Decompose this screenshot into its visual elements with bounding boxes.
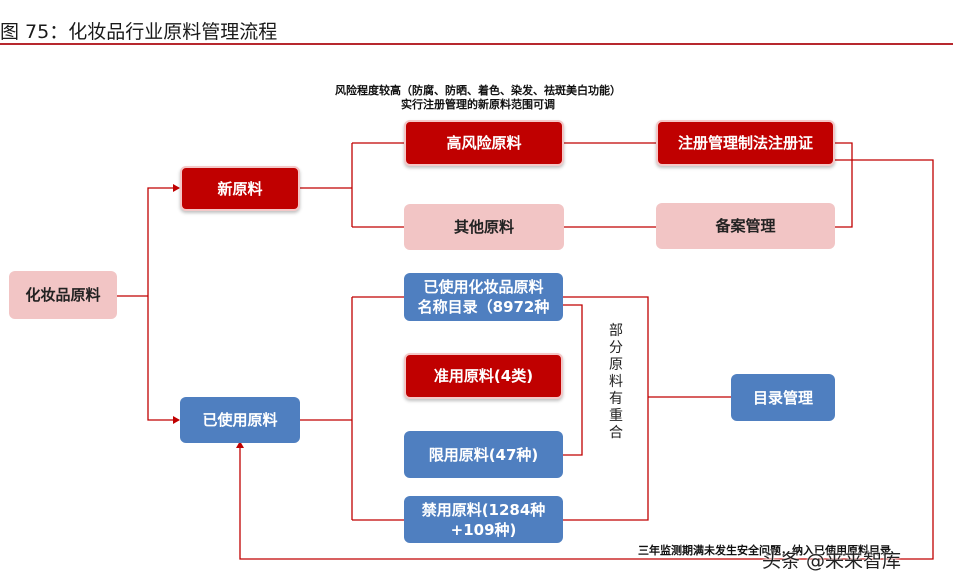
- return-line: [236, 159, 934, 560]
- node-used-catalog: 已使用化妆品原料 名称目录（8972种: [404, 273, 563, 321]
- node-used-catalog-line2: 名称目录（8972种: [417, 298, 550, 316]
- bracket-overlap: [563, 304, 583, 456]
- node-other-material: 其他原料: [404, 204, 564, 250]
- overlap-char: 重: [609, 408, 623, 424]
- risk-note-2: 实行注册管理的新原料范围可调: [401, 98, 555, 111]
- node-high-risk: 高风险原料: [404, 120, 564, 166]
- overlap-char: 合: [609, 425, 623, 441]
- figure-title: 图 75：化妆品行业原料管理流程: [0, 21, 278, 43]
- node-new-material: 新原料: [180, 166, 300, 211]
- bracket-catalog-mgmt: [563, 296, 649, 521]
- node-banned-line2: +109种): [450, 520, 517, 539]
- node-banned: 禁用原料(1284种 +109种): [404, 496, 563, 543]
- node-filing: 备案管理: [656, 203, 835, 249]
- node-registration: 注册管理制法注册证: [656, 120, 835, 166]
- risk-note-1: 风险程度较高（防腐、防晒、着色、染发、祛斑美白功能）: [335, 84, 621, 97]
- node-cosmetics-raw-material: 化妆品原料: [9, 271, 117, 319]
- node-restricted: 限用原料(47种): [404, 431, 563, 478]
- overlap-label: 部 分 原 料 有 重 合: [602, 323, 630, 442]
- watermark-text: 头条 @来来智库: [762, 550, 902, 572]
- arrow-to-used: [147, 296, 180, 424]
- bracket-reg-filing: [835, 142, 853, 228]
- node-banned-line1: 禁用原料(1284种: [421, 500, 546, 519]
- overlap-char: 部: [609, 323, 623, 339]
- node-permitted: 准用原料(4类): [404, 353, 563, 399]
- node-used-material: 已使用原料: [180, 397, 300, 443]
- monitor-note: 三年监测期满未发生安全问题，纳入已使用原料目录: [638, 544, 891, 558]
- overlap-char: 原: [609, 357, 623, 373]
- arrow-to-new: [147, 184, 180, 296]
- overlap-char: 有: [609, 391, 623, 407]
- node-catalog-management: 目录管理: [731, 374, 835, 421]
- overlap-char: 料: [609, 374, 623, 390]
- title-divider: [0, 43, 953, 45]
- overlap-char: 分: [609, 340, 623, 356]
- node-used-catalog-line1: 已使用化妆品原料: [423, 278, 544, 296]
